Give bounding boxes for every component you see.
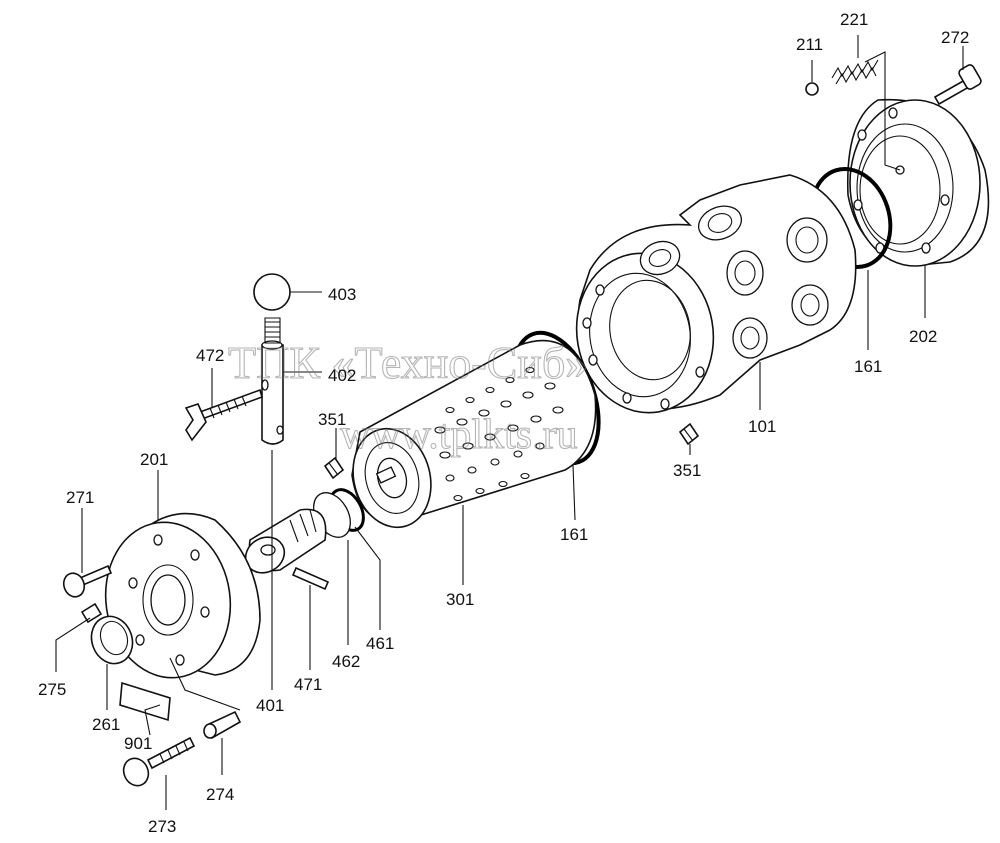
label-901: 901 [124,734,152,753]
label-402: 402 [328,366,356,385]
end-cover-202 [846,98,990,267]
cover-201 [104,512,261,679]
bolt-272 [933,64,982,106]
label-472: 472 [196,346,224,365]
watermark-url: www.tplkts.ru [340,412,578,458]
plug-351-right [678,422,700,446]
label-275: 275 [38,680,66,699]
label-273: 273 [148,817,176,836]
sleeve-301 [351,339,597,529]
shaft-402 [261,317,284,445]
label-403: 403 [328,285,356,304]
label-301: 301 [446,590,474,609]
pin-471 [291,566,330,591]
spool-401 [244,508,327,574]
housing-101 [575,174,857,414]
label-202: 202 [909,327,937,346]
spring-221 [831,59,879,85]
knob-403 [253,273,291,311]
label-272: 272 [941,28,969,47]
pin-274 [203,710,242,740]
label-471: 471 [294,675,322,694]
plug-351-left [323,456,345,480]
plug-275 [80,602,103,624]
nameplate-901 [119,681,171,722]
wing-screw-472 [184,388,263,442]
part-labels: 211 221 272 202 161 101 351 403 472 402 … [38,10,969,836]
label-161-right: 161 [854,357,882,376]
label-271: 271 [66,488,94,507]
watermark-company: ТПК «Техно-Сиб» [228,337,588,388]
label-161-left: 161 [560,525,588,544]
seal-261 [90,615,134,665]
label-221: 221 [840,10,868,29]
label-401: 401 [256,696,284,715]
label-211: 211 [796,35,823,54]
leader-lines [55,35,964,810]
label-201: 201 [140,450,168,469]
label-274: 274 [206,785,234,804]
label-351-right: 351 [673,461,701,480]
bolt-273 [122,736,196,787]
label-261: 261 [92,715,120,734]
label-461: 461 [366,634,394,653]
label-351-left: 351 [318,410,346,429]
label-101: 101 [748,417,776,436]
ball-211 [805,82,819,96]
bolt-271 [62,564,113,598]
label-462: 462 [332,652,360,671]
